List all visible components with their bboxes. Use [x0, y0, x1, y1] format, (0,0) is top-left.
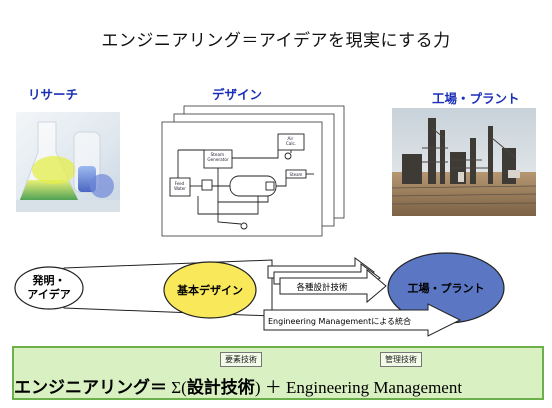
formula-lhs: エンジニアリング＝	[14, 378, 167, 398]
invention-label-line1: 発明・	[32, 273, 66, 287]
air-calc-label-line2: Calc.	[286, 141, 296, 146]
instrument-circle	[284, 152, 292, 160]
formula-design-tech: 設計技術	[186, 378, 255, 398]
pump-circle	[240, 222, 248, 230]
formula-text: エンジニアリング＝ Σ(設計技術) ＋ Engineering Manageme…	[14, 373, 462, 398]
flow-diagram: 発明・ アイデア 工場・プラント 各種設計技術 Engineering Mana…	[14, 252, 505, 337]
research-photo	[16, 112, 120, 212]
tag-mgmt: 管理技術	[380, 352, 422, 367]
feed-water-label-line1: Feed	[175, 181, 185, 186]
tag-elements: 要素技術	[220, 352, 262, 367]
basic-design-label: 基本デザイン	[176, 283, 243, 297]
valve-left	[201, 179, 213, 191]
steam-generator-label-line1: Steam	[211, 152, 225, 157]
plant-heading: 工場・プラント	[432, 91, 520, 106]
svg-text:Steam Generator: Steam Generator	[207, 152, 229, 162]
plant-ellipse-label: 工場・プラント	[408, 281, 485, 295]
formula-close-plus: ) ＋	[254, 378, 286, 397]
design-drawings: Steam Generator Air Calc. Feed Water Ste…	[158, 104, 348, 244]
steam-label: Steam	[290, 172, 303, 177]
research-heading: リサーチ	[28, 87, 79, 102]
air-calc-label-line1: Air	[287, 136, 293, 141]
formula-box: 要素技術 管理技術 エンジニアリング＝ Σ(設計技術) ＋ Engineerin…	[12, 346, 544, 400]
invention-label-line2: アイデア	[27, 287, 70, 301]
formula-sigma: Σ(	[167, 378, 187, 397]
feed-water-label-line2: Water	[174, 186, 186, 191]
tech-arrow	[279, 268, 387, 304]
page-title: エンジニアリング＝アイデアを現実にする力	[101, 31, 451, 51]
valve-right	[265, 181, 275, 191]
design-heading: デザイン	[212, 87, 263, 102]
mgmt-arrow	[263, 303, 462, 337]
plant-photo	[392, 108, 536, 216]
svg-text:Feed Water: Feed Water	[174, 181, 186, 191]
svg-text:Air Calc.: Air Calc.	[286, 136, 296, 146]
drum-vessel	[229, 175, 277, 197]
invention-ellipse	[14, 266, 84, 310]
mgmt-arrow-label: Engineering Managementによる統合	[268, 316, 411, 326]
formula-em: Engineering Management	[285, 378, 463, 397]
tech-arrow-label: 各種設計技術	[296, 282, 348, 293]
basic-design-ellipse	[163, 261, 257, 319]
steam-generator-label-line2: Generator	[207, 157, 229, 162]
feed-water-box	[169, 177, 191, 197]
